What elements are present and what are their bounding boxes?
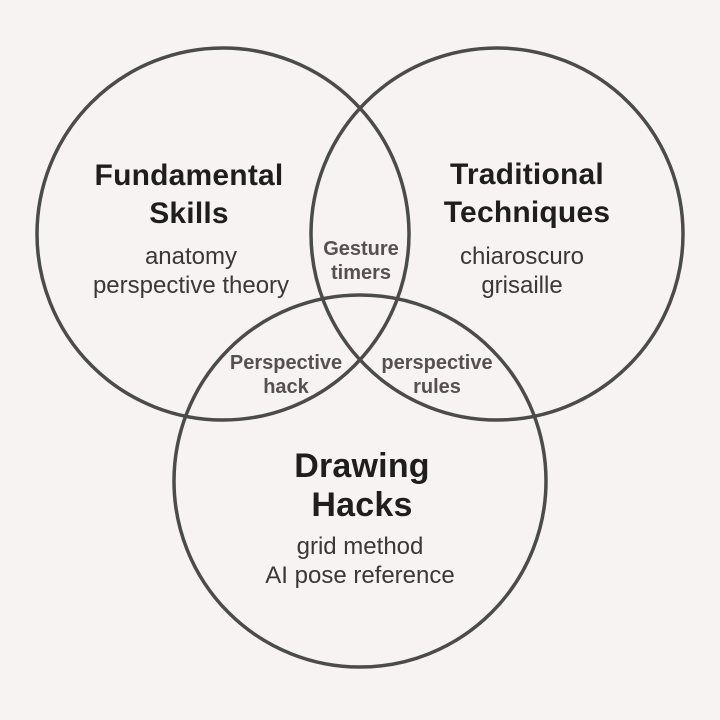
circle-fundamental-skills <box>35 46 411 422</box>
intersection-label-line: perspective <box>381 352 493 374</box>
circle-traditional-techniques <box>309 46 685 422</box>
set-items-fundamental-skills: anatomy perspective theory <box>93 242 289 300</box>
set-item: chiaroscuro <box>459 243 585 270</box>
set-title-line: Traditional <box>450 158 604 191</box>
set-title-line: Skills <box>149 197 229 230</box>
intersection-label-line: Gesture <box>323 238 399 260</box>
intersection-label-line: hack <box>263 376 309 398</box>
set-title-line: Drawing <box>294 447 430 485</box>
set-title-traditional-techniques: Traditional Techniques <box>444 156 610 232</box>
set-item: AI pose reference <box>265 562 455 589</box>
circle-drawing-hacks <box>172 293 548 669</box>
set-item: grisaille <box>481 272 563 299</box>
intersection-label-gesture-timers: Gesture timers <box>323 237 399 285</box>
set-item: grid method <box>296 533 424 560</box>
intersection-label-line: Perspective <box>229 352 343 374</box>
intersection-label-perspective-rules: perspective rules <box>381 351 492 399</box>
set-title-line: Hacks <box>311 486 413 524</box>
intersection-label-line: rules <box>413 376 461 398</box>
intersection-label-perspective-hack: Perspective hack <box>230 351 342 399</box>
set-title-drawing-hacks: Drawing Hacks <box>294 447 430 525</box>
set-title-line: Techniques <box>443 196 611 229</box>
set-items-drawing-hacks: grid method AI pose reference <box>265 532 454 590</box>
set-title-fundamental-skills: Fundamental Skills <box>95 157 284 233</box>
set-title-line: Fundamental <box>94 159 284 192</box>
set-item: perspective theory <box>92 272 290 299</box>
set-item: anatomy <box>144 243 238 270</box>
intersection-label-line: timers <box>330 262 392 284</box>
set-items-traditional-techniques: chiaroscuro grisaille <box>460 242 584 300</box>
